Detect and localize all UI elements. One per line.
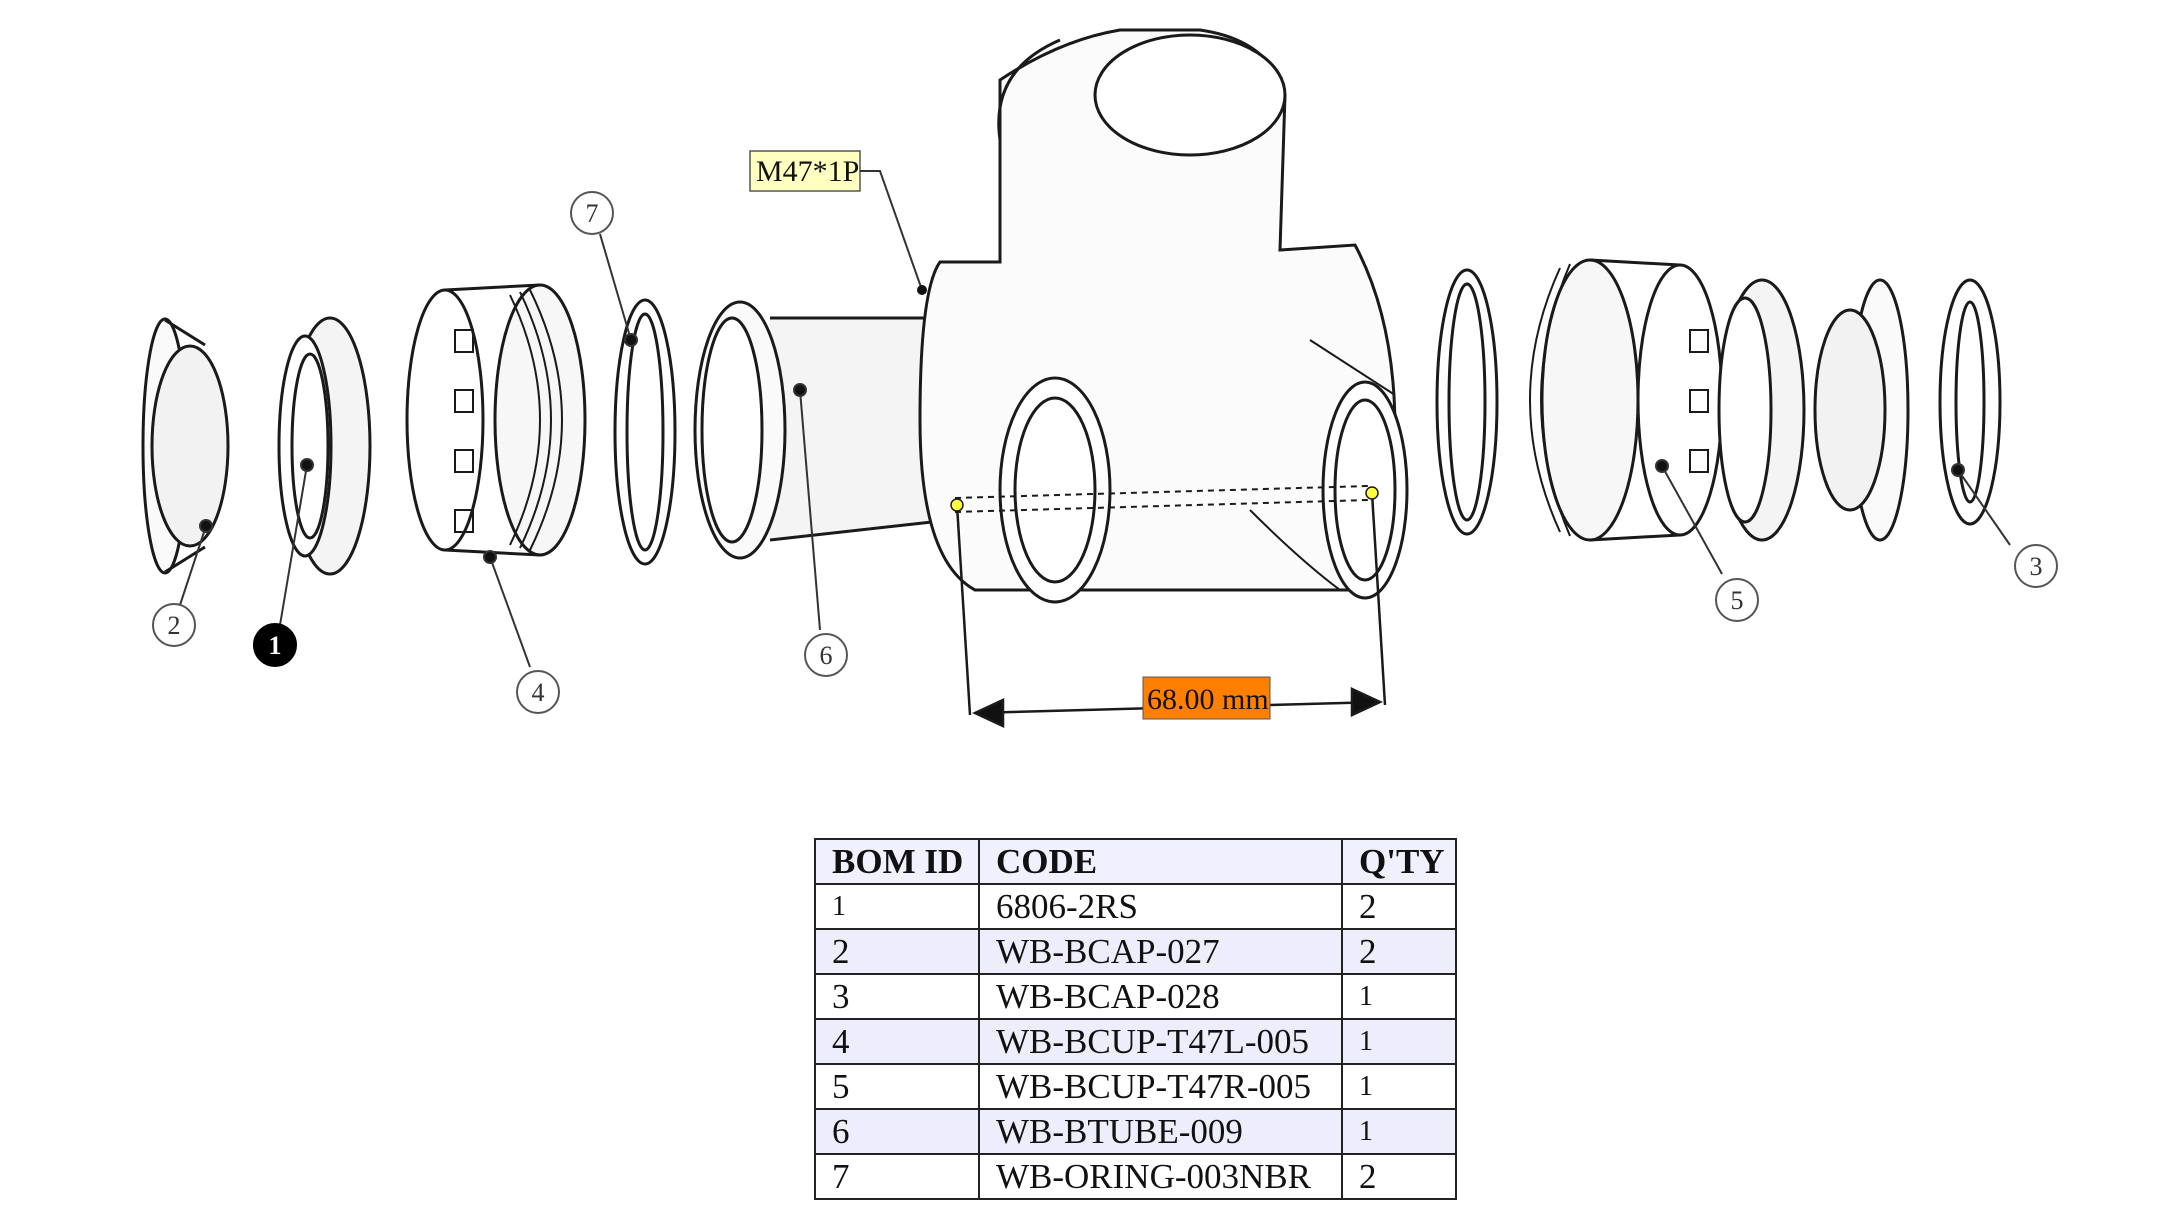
bom-cell-qty: 2 — [1341, 883, 1457, 930]
bom-cell-qty: 1 — [1341, 1108, 1457, 1155]
callout-2: 2 — [152, 603, 196, 647]
svg-text:6: 6 — [820, 641, 833, 670]
bom-row: 6 WB-BTUBE-009 1 — [814, 1108, 1457, 1155]
bom-table: BOM ID CODE Q'TY 1 6806-2RS 2 2 WB-BCAP-… — [814, 838, 1457, 1200]
bom-cell-id: 1 — [814, 883, 980, 930]
bom-cell-id: 2 — [814, 928, 980, 975]
dimension-tag — [1142, 676, 1271, 720]
thread-label: M47*1P — [756, 155, 859, 188]
part-right-cap — [1813, 278, 1910, 542]
callout-4: 4 — [516, 670, 560, 714]
part-right-o-ring — [1435, 268, 1499, 536]
frame-shell — [918, 28, 1409, 604]
bom-header-code: CODE — [978, 838, 1343, 885]
bom-header-id: BOM ID — [814, 838, 980, 885]
bom-cell-code: 6806-2RS — [978, 883, 1343, 930]
part-right-thin-ring — [1938, 278, 2002, 526]
bom-header-qty: Q'TY — [1341, 838, 1457, 885]
svg-text:3: 3 — [2030, 552, 2043, 581]
part-left-cup — [405, 283, 587, 557]
svg-text:5: 5 — [1731, 586, 1744, 615]
svg-text:7: 7 — [586, 199, 599, 228]
bom-cell-id: 5 — [814, 1063, 980, 1110]
bom-header-row: BOM ID CODE Q'TY — [814, 838, 1457, 885]
bom-cell-qty: 1 — [1341, 1063, 1457, 1110]
bom-cell-qty: 1 — [1341, 1018, 1457, 1065]
thread-tag — [749, 150, 861, 192]
dimension-label: 68.00 mm — [1147, 683, 1269, 716]
bom-cell-id: 4 — [814, 1018, 980, 1065]
part-right-bearing — [1717, 278, 1806, 542]
callout-leaders — [179, 233, 2011, 668]
bom-cell-code: WB-BCAP-028 — [978, 973, 1343, 1020]
bom-cell-qty: 2 — [1341, 928, 1457, 975]
bom-cell-id: 7 — [814, 1153, 980, 1200]
thread-leader — [860, 170, 923, 291]
svg-text:4: 4 — [532, 678, 545, 707]
callout-7: 7 — [570, 191, 614, 235]
bom-row: 1 6806-2RS 2 — [814, 883, 1457, 930]
bom-cell-code: WB-BCUP-T47L-005 — [978, 1018, 1343, 1065]
bom-row: 5 WB-BCUP-T47R-005 1 — [814, 1063, 1457, 1110]
exploded-assembly-diagram: 68.00 mm M47*1P 2 1 4 7 6 5 3 — [141, 28, 2058, 728]
part-right-cup — [1529, 258, 1724, 542]
bom-row: 7 WB-ORING-003NBR 2 — [814, 1153, 1457, 1200]
bom-cell-id: 6 — [814, 1108, 980, 1155]
callout-1: 1 — [253, 623, 297, 667]
bom-row: 3 WB-BCAP-028 1 — [814, 973, 1457, 1020]
bom-row: 4 WB-BCUP-T47L-005 1 — [814, 1018, 1457, 1065]
callout-6: 6 — [804, 633, 848, 677]
bom-cell-code: WB-BTUBE-009 — [978, 1108, 1343, 1155]
part-left-cap — [141, 317, 230, 575]
bom-cell-code: WB-BCAP-027 — [978, 928, 1343, 975]
svg-text:1: 1 — [269, 631, 282, 660]
svg-text:2: 2 — [168, 611, 181, 640]
callout-3: 3 — [2014, 544, 2058, 588]
part-bb-tube — [693, 300, 952, 560]
bom-cell-qty: 2 — [1341, 1153, 1457, 1200]
bom-row: 2 WB-BCAP-027 2 — [814, 928, 1457, 975]
bom-cell-qty: 1 — [1341, 973, 1457, 1020]
bom-cell-id: 3 — [814, 973, 980, 1020]
callout-5: 5 — [1715, 578, 1759, 622]
dimension-center-line — [954, 485, 1369, 513]
bom-cell-code: WB-BCUP-T47R-005 — [978, 1063, 1343, 1110]
bom-cell-code: WB-ORING-003NBR — [978, 1153, 1343, 1200]
part-left-o-ring — [613, 298, 677, 566]
part-left-bearing — [277, 316, 372, 576]
